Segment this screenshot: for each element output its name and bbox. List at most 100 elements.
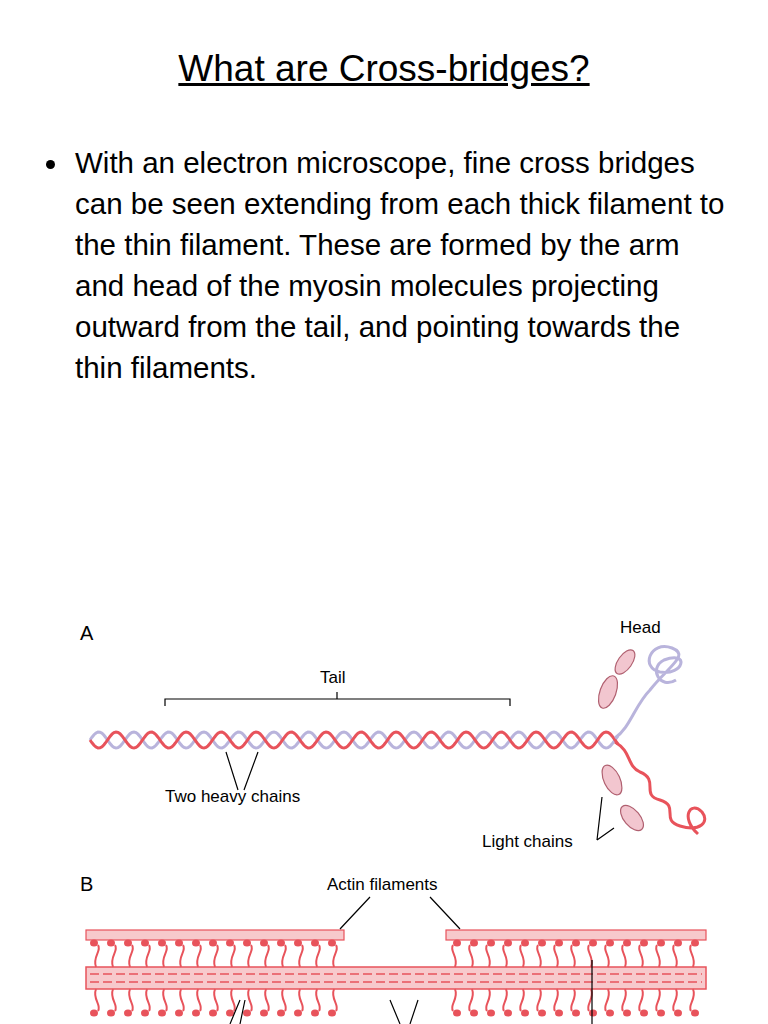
cross-bridge-arm xyxy=(452,945,456,967)
cross-bridge-arm xyxy=(95,945,99,967)
cross-bridge-arm xyxy=(622,945,626,967)
cross-bridge-arm xyxy=(486,989,490,1011)
cross-bridge-head xyxy=(90,1010,98,1017)
cross-bridge-arm xyxy=(588,989,592,1011)
cross-bridge-head xyxy=(453,940,461,947)
cross-bridge-head xyxy=(243,1010,251,1017)
cross-bridge-head xyxy=(555,1010,563,1017)
cross-bridge-arm xyxy=(588,945,592,967)
cross-bridge-arm xyxy=(639,945,643,967)
cross-bridge-head xyxy=(674,940,682,947)
thick-filament-stripes xyxy=(90,974,702,982)
cross-bridge-arm xyxy=(639,989,643,1011)
cross-bridge-arm xyxy=(469,989,473,1011)
part-label: Two heavy chains xyxy=(165,787,300,807)
cross-bridge-head xyxy=(124,940,132,947)
cross-bridge-head xyxy=(589,1010,597,1017)
cross-bridge-head xyxy=(311,940,319,947)
cross-bridge-arm xyxy=(180,945,184,967)
heavy-chain xyxy=(90,732,618,748)
cross-bridge-head xyxy=(657,1010,665,1017)
cross-bridge-arm xyxy=(690,945,694,967)
cross-bridge-head xyxy=(158,940,166,947)
cross-bridge-arm xyxy=(503,945,507,967)
cross-bridge-arm xyxy=(282,945,286,967)
cross-bridge-head xyxy=(674,1010,682,1017)
cross-bridge-head xyxy=(294,1010,302,1017)
cross-bridge-head xyxy=(226,1010,234,1017)
cross-bridge-arm xyxy=(248,945,252,967)
part-label: Tail xyxy=(320,668,346,688)
cross-bridge-head xyxy=(141,1010,149,1017)
cross-bridge-arm xyxy=(333,945,337,967)
cross-bridge-arm xyxy=(248,989,252,1011)
cross-bridge-head xyxy=(141,940,149,947)
cross-bridge-arm xyxy=(673,989,677,1011)
cross-bridge-arm xyxy=(129,945,133,967)
cross-bridge-head xyxy=(691,940,699,947)
cross-bridge-head xyxy=(623,940,631,947)
cross-bridge xyxy=(90,940,699,1017)
thick-filament-stripe xyxy=(90,974,702,982)
cross-bridge-arm xyxy=(146,945,150,967)
panel-letter: A xyxy=(80,622,93,645)
bullet-text: With an electron microscope, fine cross … xyxy=(75,142,735,388)
leader-line xyxy=(597,797,614,840)
cross-bridge-arm xyxy=(316,945,320,967)
cross-bridge-arm xyxy=(571,945,575,967)
cross-bridge-arm xyxy=(197,989,201,1011)
heavy-chain xyxy=(90,732,618,748)
cross-bridge-head xyxy=(311,1010,319,1017)
cross-bridge-arm xyxy=(129,989,133,1011)
cross-bridge-arm xyxy=(163,989,167,1011)
cross-bridge-head xyxy=(589,940,597,947)
cross-bridge-arm xyxy=(299,989,303,1011)
cross-bridge-head xyxy=(328,1010,336,1017)
leader-line xyxy=(230,960,592,1024)
cross-bridge-arm xyxy=(503,989,507,1011)
cross-bridge-head xyxy=(260,1010,268,1017)
cross-bridge-head xyxy=(453,1010,461,1017)
cross-bridge-arm xyxy=(673,945,677,967)
cross-bridge-arm xyxy=(214,989,218,1011)
leader-line xyxy=(226,752,258,790)
cross-bridge-head xyxy=(487,940,495,947)
part-label: Actin filaments xyxy=(327,875,438,895)
part-label: Head xyxy=(620,618,661,638)
cross-bridge-arm xyxy=(571,989,575,1011)
cross-bridge-head xyxy=(209,940,217,947)
cross-bridge-head xyxy=(640,940,648,947)
heavy-chain-helix xyxy=(90,732,618,748)
cross-bridge-arm xyxy=(316,989,320,1011)
cross-bridge-arm xyxy=(656,989,660,1011)
cross-bridge-head xyxy=(470,1010,478,1017)
cross-bridge-arm xyxy=(112,989,116,1011)
cross-bridge-head xyxy=(107,940,115,947)
cross-bridge-arm xyxy=(231,989,235,1011)
cross-bridge-head xyxy=(623,1010,631,1017)
actin-filament xyxy=(86,930,706,940)
cross-bridge-head xyxy=(175,940,183,947)
light-chain xyxy=(595,647,648,835)
cross-bridge-arm xyxy=(112,945,116,967)
cross-bridge-arm xyxy=(554,945,558,967)
cross-bridge-arm xyxy=(469,945,473,967)
cross-bridge-arm xyxy=(605,945,609,967)
cross-bridge-head xyxy=(192,1010,200,1017)
cross-bridge-arm xyxy=(622,989,626,1011)
cross-bridge-head xyxy=(691,1010,699,1017)
cross-bridge-arm xyxy=(163,945,167,967)
cross-bridge-head xyxy=(277,940,285,947)
panel-letter: B xyxy=(80,873,93,896)
cross-bridge-arm xyxy=(537,945,541,967)
thick-filament xyxy=(86,967,706,989)
cross-bridge-head xyxy=(504,940,512,947)
cross-bridge-head xyxy=(260,940,268,947)
cross-bridge-head xyxy=(487,1010,495,1017)
cross-bridge-arm xyxy=(282,989,286,1011)
cross-bridge-head xyxy=(504,1010,512,1017)
cross-bridge-head xyxy=(107,1010,115,1017)
cross-bridge-head xyxy=(572,1010,580,1017)
cross-bridge-arm xyxy=(146,989,150,1011)
cross-bridge-arm xyxy=(231,945,235,967)
